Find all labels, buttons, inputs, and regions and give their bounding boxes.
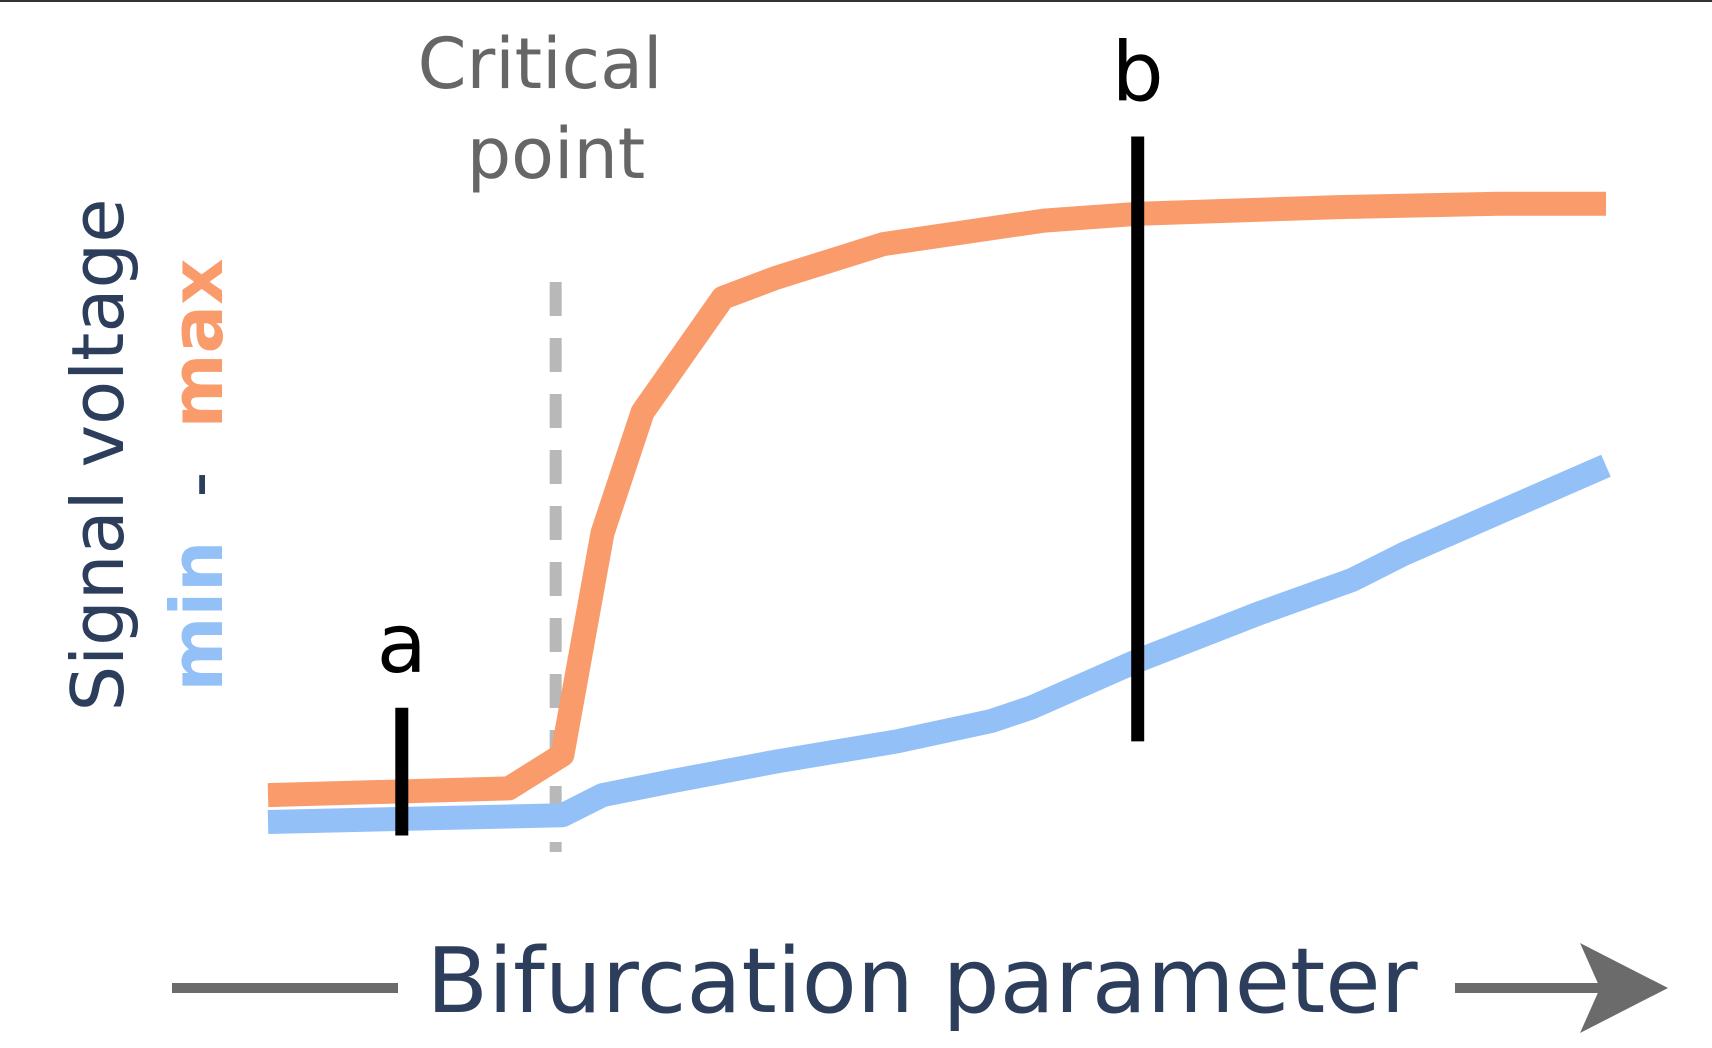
x-axis-arrowhead-icon — [1580, 943, 1668, 1033]
series-line-min — [267, 454, 1611, 834]
critical-point-label-line2: point — [467, 113, 646, 195]
series-line-max — [267, 191, 1606, 808]
y-axis-label: Signal voltage — [56, 198, 140, 711]
y-axis-max-label: max — [155, 258, 239, 428]
y-axis-sublabel: min - max — [155, 258, 239, 691]
plot-area: ab — [267, 26, 1611, 852]
y-axis-separator: - — [155, 472, 239, 498]
marker-label-a: a — [377, 597, 427, 692]
y-axis-min-label: min — [155, 541, 239, 692]
x-axis-label: Bifurcation parameter — [426, 929, 1417, 1034]
critical-point-label-line1: Critical — [418, 23, 663, 105]
marker-label-b: b — [1112, 26, 1164, 121]
